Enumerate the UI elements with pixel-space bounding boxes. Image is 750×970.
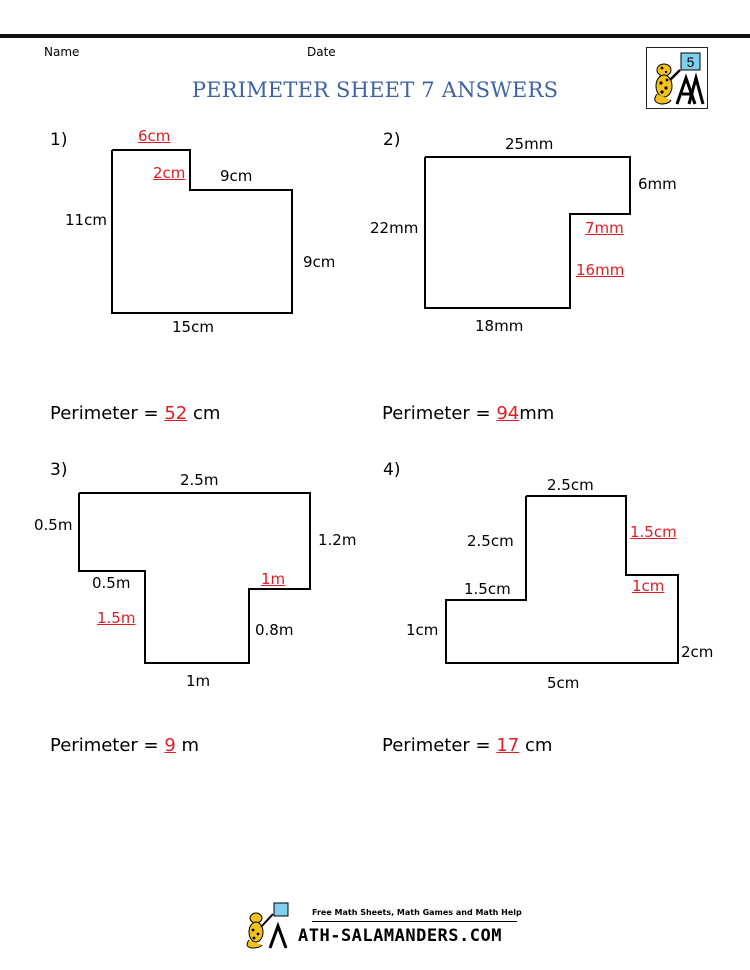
grade-badge: 5 (687, 54, 695, 70)
problem-4-label-right: 2cm (681, 643, 714, 661)
name-label: Name (44, 45, 80, 59)
perimeter-prefix: Perimeter = (382, 735, 497, 756)
problem-1-answer-top: 6cm (138, 127, 171, 145)
perimeter-unit: cm (519, 735, 553, 756)
salamander-logo-icon (246, 902, 289, 949)
problem-3-answer-left-inner: 1.5m (97, 609, 136, 627)
problem-2-label-bottom: 18mm (475, 317, 524, 335)
salamander-logo-icon: 5 (646, 47, 708, 109)
problem-4-label-top: 2.5cm (547, 476, 594, 494)
footer-logo[interactable]: Free Math Sheets, Math Games and Math He… (240, 900, 530, 950)
problem-3-answer-right-step: 1m (261, 570, 286, 588)
problem-4-label-left: 1cm (406, 621, 439, 639)
problem-3-label-right: 1.2m (318, 531, 357, 549)
footer-rule (312, 921, 517, 922)
perimeter-answer: 17 (496, 735, 520, 756)
problem-3-label-left-step: 0.5m (92, 574, 131, 592)
problem-3-label-bottom: 1m (186, 672, 211, 690)
problem-1-label-mid: 9cm (220, 167, 253, 185)
perimeter-answer: 52 (164, 403, 188, 424)
problem-1-label-right: 9cm (303, 253, 336, 271)
problem-2-label-left: 22mm (370, 219, 419, 237)
problem-3-perimeter: Perimeter = 9 m (50, 735, 199, 756)
problem-2-label-right-top: 6mm (638, 175, 677, 193)
problem-1-label-left: 11cm (65, 211, 107, 229)
problem-4-answer-right-upper: 1.5cm (630, 523, 677, 541)
problem-4-answer-right-step: 1cm (632, 577, 665, 595)
page-title: PERIMETER SHEET 7 ANSWERS (191, 78, 559, 102)
shape-2-outline (424, 156, 631, 309)
problem-3-label-right-inner: 0.8m (255, 621, 294, 639)
problem-2-number: 2) (383, 130, 401, 150)
problem-1-perimeter: Perimeter = 52 cm (50, 403, 220, 424)
problem-4-label-left-upper: 2.5cm (467, 532, 514, 550)
perimeter-prefix: Perimeter = (50, 403, 165, 424)
shape-4-outline (445, 495, 679, 664)
top-rule (0, 34, 750, 38)
problem-1-answer-step: 2cm (153, 164, 186, 182)
perimeter-prefix: Perimeter = (50, 735, 165, 756)
problem-4-label-bottom: 5cm (547, 674, 580, 692)
date-label: Date (307, 45, 336, 59)
problem-4-perimeter: Perimeter = 17 cm (382, 735, 552, 756)
perimeter-prefix: Perimeter = (382, 403, 497, 424)
footer-tagline: Free Math Sheets, Math Games and Math He… (312, 908, 522, 917)
problem-3-number: 3) (50, 460, 68, 480)
shape-3-outline (78, 492, 311, 664)
shape-1-outline (111, 149, 293, 314)
perimeter-answer: 94 (496, 403, 520, 424)
footer-site: ATH-SALAMANDERS.COM (298, 926, 502, 946)
problem-4-label-left-step: 1.5cm (464, 580, 511, 598)
perimeter-answer: 9 (164, 735, 176, 756)
problem-2-answer-inner: 16mm (576, 261, 625, 279)
perimeter-unit: m (175, 735, 200, 756)
problem-4-number: 4) (383, 460, 401, 480)
perimeter-unit: mm (519, 403, 555, 424)
problem-1-number: 1) (50, 130, 68, 150)
perimeter-unit: cm (187, 403, 221, 424)
problem-1-label-bottom: 15cm (172, 318, 214, 336)
problem-2-label-top: 25mm (505, 135, 554, 153)
problem-3-label-left: 0.5m (34, 516, 73, 534)
problem-2-perimeter: Perimeter = 94mm (382, 403, 554, 424)
problem-3-label-top: 2.5m (180, 471, 219, 489)
problem-2-answer-step: 7mm (585, 219, 624, 237)
